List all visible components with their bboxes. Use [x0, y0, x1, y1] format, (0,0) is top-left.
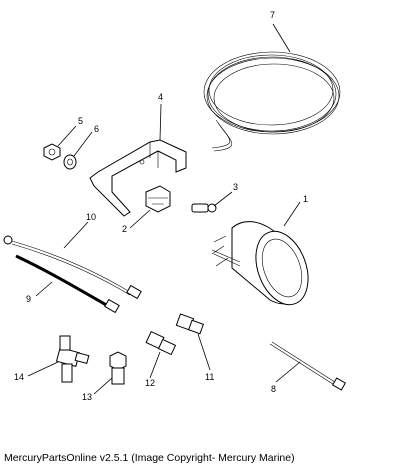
callout-3: 3	[233, 182, 238, 192]
leader-10	[63, 221, 89, 249]
leader-4	[159, 103, 162, 141]
leader-6	[73, 131, 93, 157]
callout-11: 11	[205, 372, 214, 382]
callout-14: 14	[14, 372, 24, 382]
part-8-cable-tie[interactable]	[269, 341, 347, 391]
callout-12: 12	[145, 378, 155, 388]
callout-10: 10	[86, 212, 96, 222]
leader-1	[283, 201, 301, 227]
callout-7: 7	[270, 10, 275, 20]
leader-3	[213, 191, 233, 207]
leader-13	[93, 377, 113, 395]
callout-5: 5	[78, 116, 83, 126]
callout-8: 8	[271, 384, 276, 394]
part-3-bulb[interactable]	[191, 203, 217, 213]
callout-6: 6	[94, 124, 99, 134]
leader-11	[197, 333, 211, 371]
part-1-gauge[interactable]	[211, 221, 318, 312]
part-13-adapter[interactable]	[109, 351, 127, 385]
callout-13: 13	[82, 392, 92, 402]
part-6-lock-washer[interactable]	[63, 154, 77, 170]
leader-14	[27, 361, 59, 377]
part-11-fitting[interactable]	[175, 313, 204, 335]
callout-4: 4	[158, 92, 163, 102]
part-12-elbow-fitting[interactable]	[145, 330, 177, 356]
leader-12	[149, 351, 161, 379]
callout-2: 2	[122, 224, 127, 234]
part-9-black-wire[interactable]	[15, 254, 120, 314]
part-10-wire[interactable]	[3, 235, 142, 300]
leader-5	[57, 125, 77, 147]
callout-1: 1	[303, 194, 308, 204]
leader-8	[275, 361, 301, 383]
part-4-bracket[interactable]	[89, 139, 187, 217]
part-7-tubing-coil[interactable]	[203, 51, 341, 152]
leader-7	[272, 23, 291, 53]
part-5-nut[interactable]	[43, 143, 61, 161]
leader-9	[35, 281, 53, 297]
copyright-footer: MercuryPartsOnline v2.5.1 (Image Copyrig…	[4, 452, 295, 464]
part-14-tee-fitting[interactable]	[55, 335, 90, 383]
leader-2	[129, 209, 151, 229]
callout-9: 9	[26, 294, 31, 304]
part-2-lamp-socket[interactable]	[145, 185, 171, 213]
